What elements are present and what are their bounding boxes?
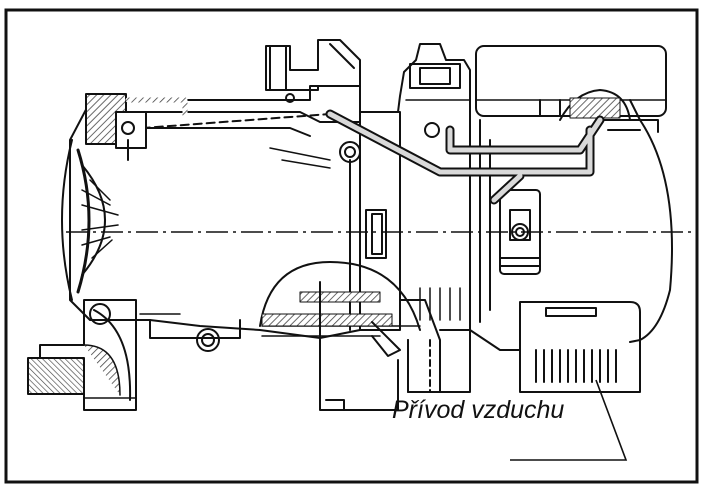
fuel-tube: [327, 111, 593, 175]
top-pipe-connector: [265, 39, 361, 91]
motor-housing: [397, 43, 471, 113]
glow-plug-socket: [365, 209, 387, 259]
main-body-outline: [69, 85, 401, 339]
label-leader-line: [510, 379, 628, 461]
air-intake-label: Přívod vzduchu: [392, 396, 565, 424]
air-intake-box: [519, 301, 641, 393]
fan-housing: [61, 139, 73, 301]
drawing-border: [4, 8, 699, 484]
bottom-cutaway: [259, 261, 421, 331]
